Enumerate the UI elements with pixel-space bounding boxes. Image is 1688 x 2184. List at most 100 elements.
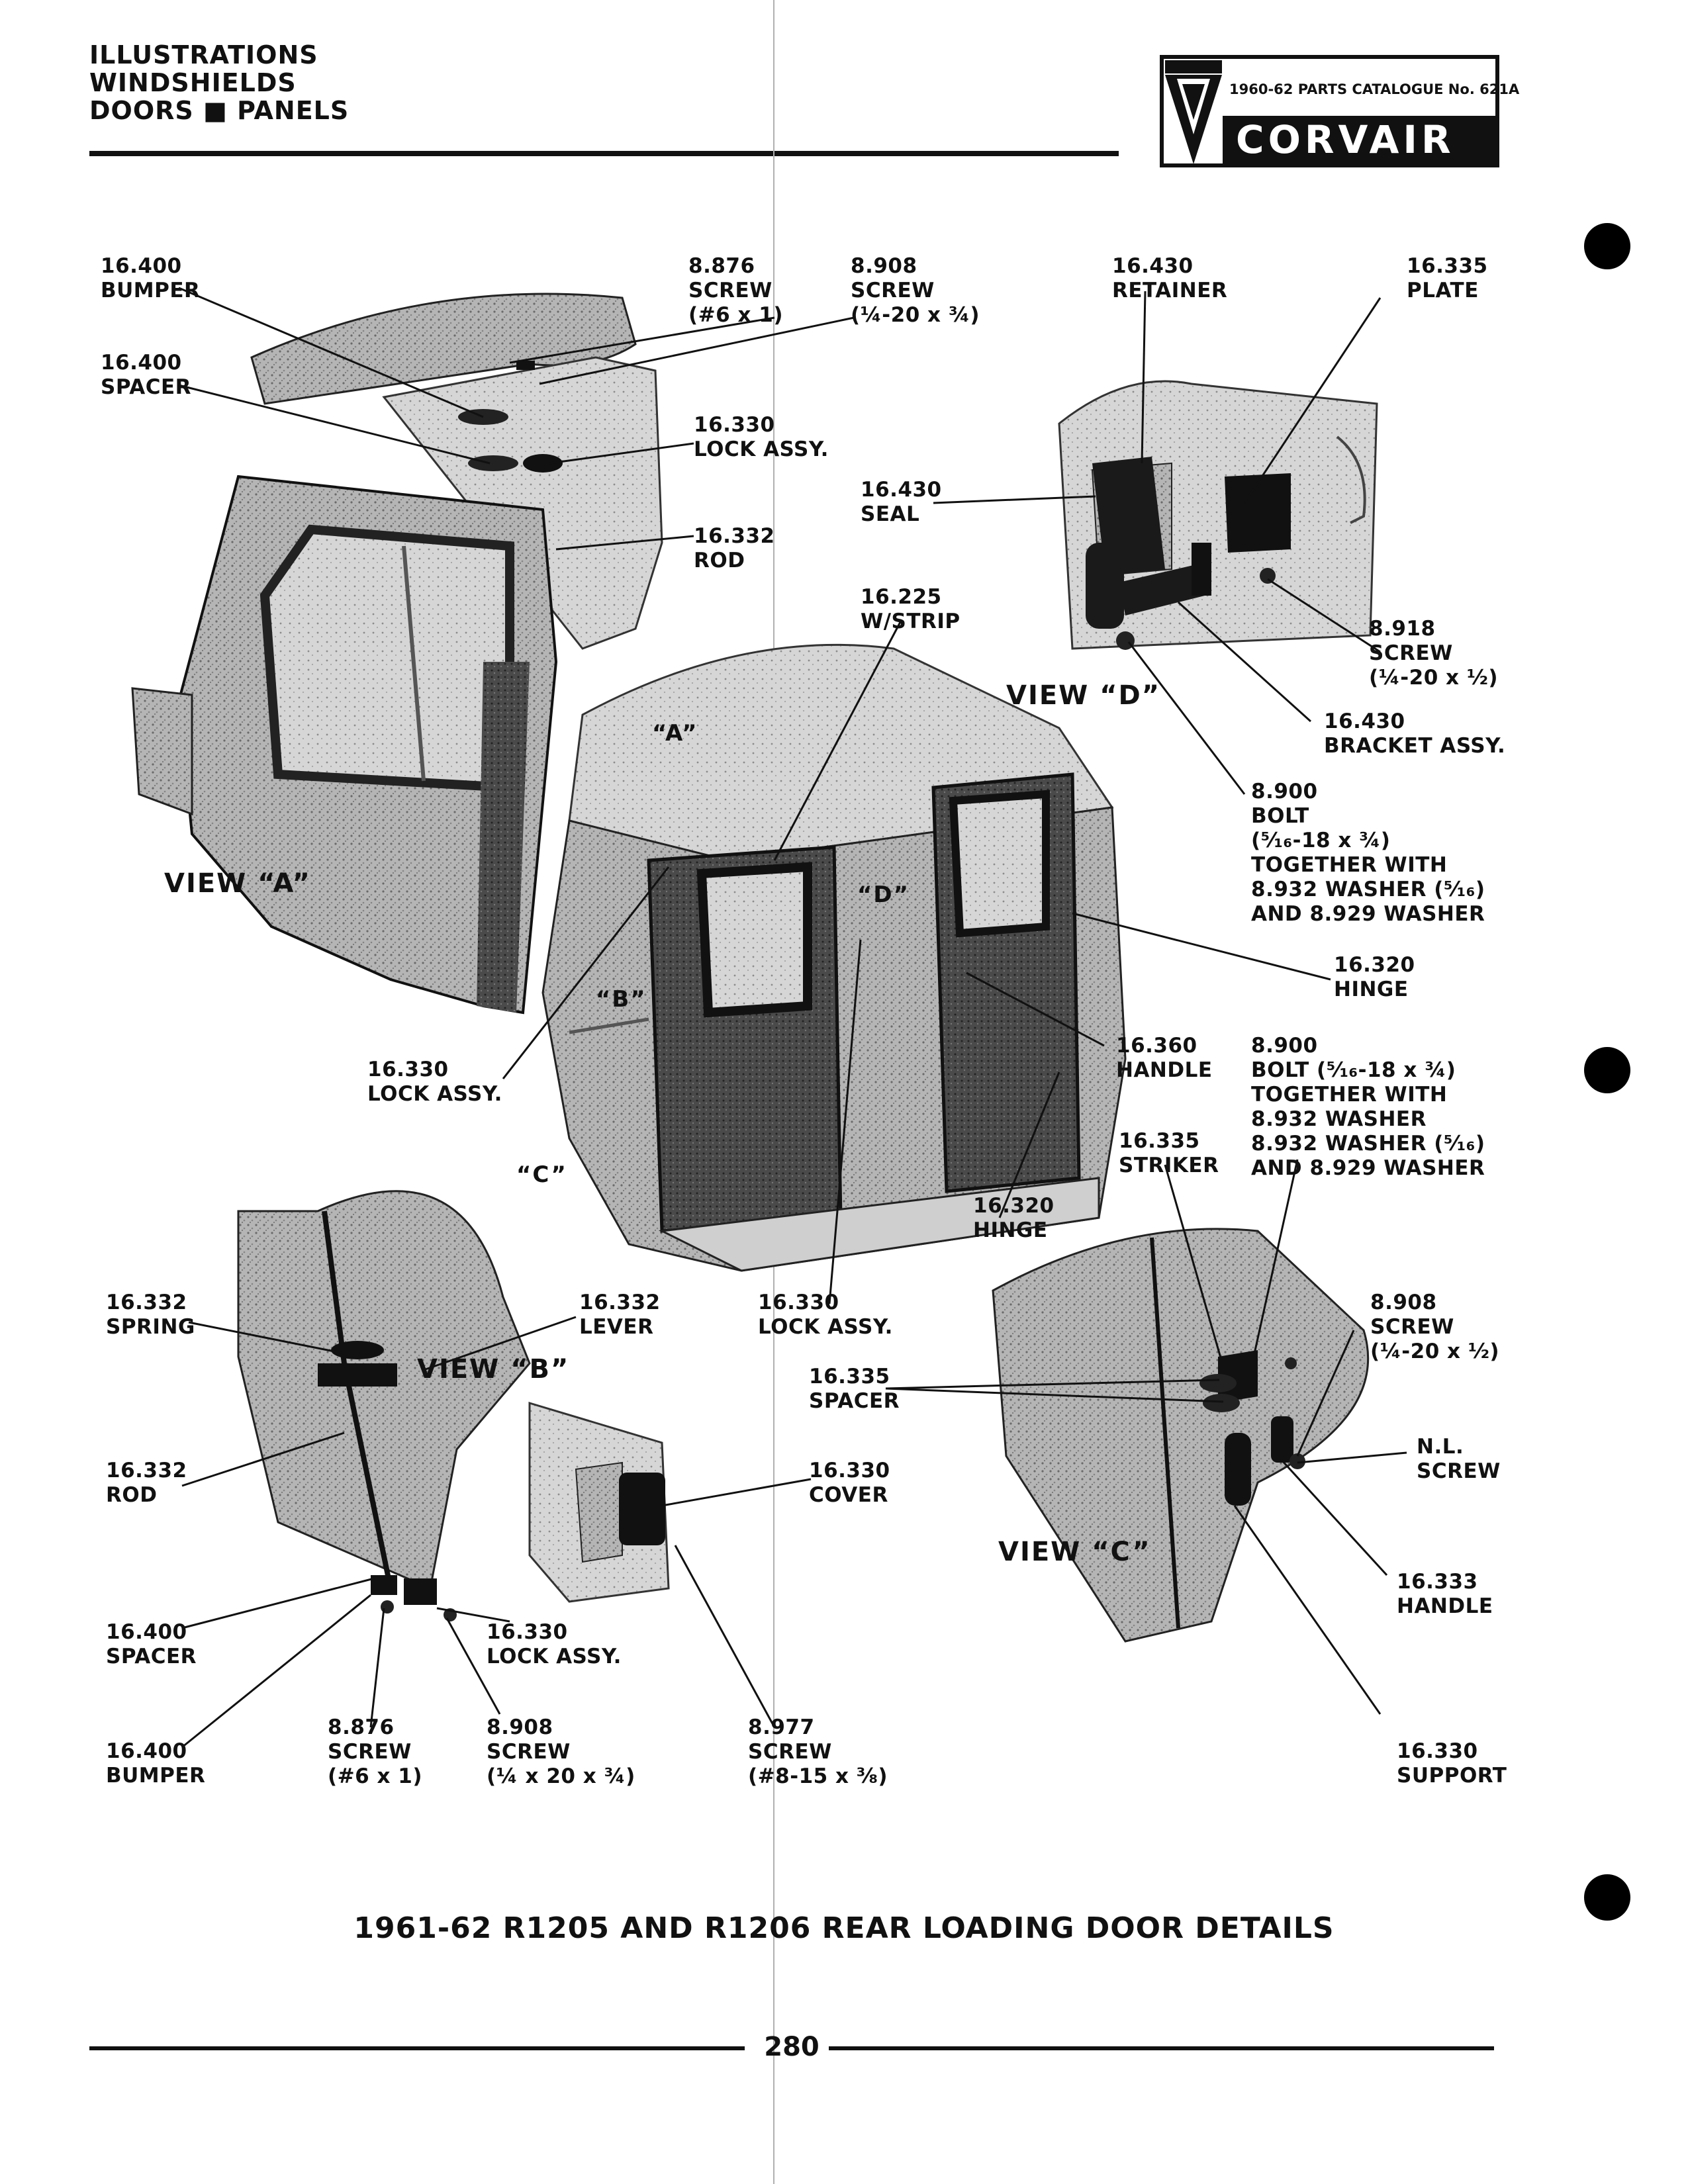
part-number: 16.320: [1334, 953, 1415, 977]
part-name: SEAL: [861, 502, 920, 526]
part-name: W/STRIP: [861, 610, 961, 633]
brand-name: CORVAIR: [1236, 117, 1455, 162]
part-name: BRACKET ASSY.: [1324, 734, 1506, 758]
part-number: 16.400: [101, 254, 182, 278]
section-title-line-2: WINDSHIELDS: [89, 68, 297, 97]
view-d-label: VIEW “D”: [1006, 680, 1160, 711]
part-name: PLATE: [1407, 279, 1479, 302]
part-name: SCREW: [851, 279, 935, 302]
part-name: SCREW: [688, 279, 773, 302]
part-number: 16.330: [758, 1291, 839, 1314]
part-name: SCREW: [1369, 641, 1453, 665]
van-body-drawing: [541, 643, 1127, 1272]
callout-screw-8977: 8.977 SCREW (#8-15 x ⅜): [748, 1715, 888, 1789]
header-rule: [89, 151, 1119, 156]
part-name: SCREW: [1370, 1315, 1454, 1339]
part-number: 16.332: [106, 1291, 187, 1314]
part-name: ROD: [106, 1483, 158, 1507]
callout-handle-mid: 16.360 HANDLE: [1116, 1034, 1213, 1083]
callout-bolt-top: 8.900 BOLT (⁵⁄₁₆-18 x ¾) TOGETHER WITH 8…: [1251, 780, 1485, 927]
callout-plate: 16.335 PLATE: [1407, 254, 1488, 303]
footer-rule-right: [829, 2046, 1494, 2050]
part-number: 8.900: [1251, 1034, 1318, 1058]
part-number: 16.330: [694, 413, 775, 437]
part-name: BUMPER: [106, 1764, 206, 1788]
part-name: LEVER: [579, 1315, 654, 1339]
view-b-drawing: [237, 1190, 670, 1621]
part-number: 16.360: [1116, 1034, 1197, 1058]
callout-screw-8876-b: 8.876 SCREW (#6 x 1): [328, 1715, 422, 1789]
marker-c: “C”: [516, 1161, 567, 1188]
part-number: 16.330: [487, 1620, 568, 1644]
binder-hole-top: [1584, 223, 1630, 269]
part-note: TOGETHER WITH: [1251, 853, 1448, 877]
figure-caption: 1961-62 R1205 AND R1206 REAR LOADING DOO…: [353, 1911, 1335, 1945]
marker-b: “B”: [596, 986, 647, 1013]
part-name: LOCK ASSY.: [758, 1315, 893, 1339]
part-name: LOCK ASSY.: [367, 1082, 502, 1106]
part-name: SPACER: [106, 1645, 197, 1668]
callout-retainer: 16.430 RETAINER: [1112, 254, 1227, 303]
brand-bar: [1223, 116, 1499, 167]
view-a-label: VIEW “A”: [164, 868, 311, 899]
part-name: HANDLE: [1116, 1058, 1213, 1082]
part-size: (¼ x 20 x ¾): [487, 1764, 635, 1788]
part-number: 16.400: [106, 1620, 187, 1644]
marker-d: “D”: [857, 882, 910, 908]
callout-screw-8908-b: 8.908 SCREW (¼ x 20 x ¾): [487, 1715, 635, 1789]
part-note: 8.932 WASHER (⁵⁄₁₆): [1251, 878, 1485, 901]
part-number: 8.977: [748, 1715, 815, 1739]
callout-rod-b: 16.332 ROD: [106, 1459, 187, 1508]
callout-screw-8876-top: 8.876 SCREW (#6 x 1): [688, 254, 783, 328]
view-c-drawing: [992, 1228, 1370, 1643]
callout-screw-8918: 8.918 SCREW (¼-20 x ½): [1369, 617, 1498, 690]
view-c-label: VIEW “C”: [998, 1537, 1151, 1567]
callout-screw-8908-top: 8.908 SCREW (¼-20 x ¾): [851, 254, 980, 328]
binder-hole-middle: [1584, 1047, 1630, 1093]
part-name: SCREW: [1417, 1459, 1501, 1483]
callout-bracket-assy: 16.430 BRACKET ASSY.: [1324, 709, 1505, 758]
callout-hinge-top: 16.320 HINGE: [1334, 953, 1415, 1002]
part-number: 8.908: [1370, 1291, 1437, 1314]
part-number: 8.876: [328, 1715, 395, 1739]
part-name: SPACER: [809, 1389, 900, 1413]
part-number: 8.908: [851, 254, 917, 278]
part-number: 8.876: [688, 254, 755, 278]
part-number: 16.330: [367, 1058, 449, 1081]
part-size: (#8-15 x ⅜): [748, 1764, 888, 1788]
page-number: 280: [764, 2032, 820, 2062]
part-number: 8.900: [1251, 780, 1318, 803]
part-number: 8.918: [1369, 617, 1436, 641]
callout-bumper-b: 16.400 BUMPER: [106, 1739, 205, 1788]
marker-a: “A”: [652, 720, 698, 747]
part-number: 16.400: [101, 351, 182, 375]
crest-shield-icon: [1165, 60, 1222, 164]
catalogue-number: 1960-62 PARTS CATALOGUE No. 621A: [1229, 81, 1520, 97]
part-name: RETAINER: [1112, 279, 1228, 302]
part-number: 16.335: [1119, 1129, 1200, 1153]
part-size: (#6 x 1): [688, 303, 784, 327]
part-number: 16.335: [809, 1365, 890, 1388]
part-size: (#6 x 1): [328, 1764, 423, 1788]
callout-support: 16.330 SUPPORT: [1397, 1739, 1507, 1788]
callout-lock-assy-center: 16.330 LOCK ASSY.: [758, 1291, 893, 1340]
part-name: HINGE: [973, 1218, 1048, 1242]
part-name: ROD: [694, 549, 745, 572]
part-name: SCREW: [748, 1740, 832, 1764]
callout-rod-top: 16.332 ROD: [694, 524, 775, 573]
part-number: 16.332: [106, 1459, 187, 1482]
callout-hinge-mid: 16.320 HINGE: [973, 1194, 1055, 1243]
part-number: 16.332: [694, 524, 775, 548]
part-name: COVER: [809, 1483, 888, 1507]
part-number: 16.225: [861, 585, 942, 609]
part-name: HINGE: [1334, 978, 1409, 1001]
part-number: 16.330: [1397, 1739, 1478, 1763]
part-name: LOCK ASSY.: [694, 437, 829, 461]
part-number: 16.320: [973, 1194, 1055, 1218]
part-number: 8.908: [487, 1715, 553, 1739]
footer-rule-left: [89, 2046, 745, 2050]
callout-lock-assy-top: 16.330 LOCK ASSY.: [694, 413, 829, 462]
callout-wstrip: 16.225 W/STRIP: [861, 585, 961, 634]
view-a-drawing: [131, 293, 663, 1015]
part-name: BOLT: [1251, 804, 1309, 828]
